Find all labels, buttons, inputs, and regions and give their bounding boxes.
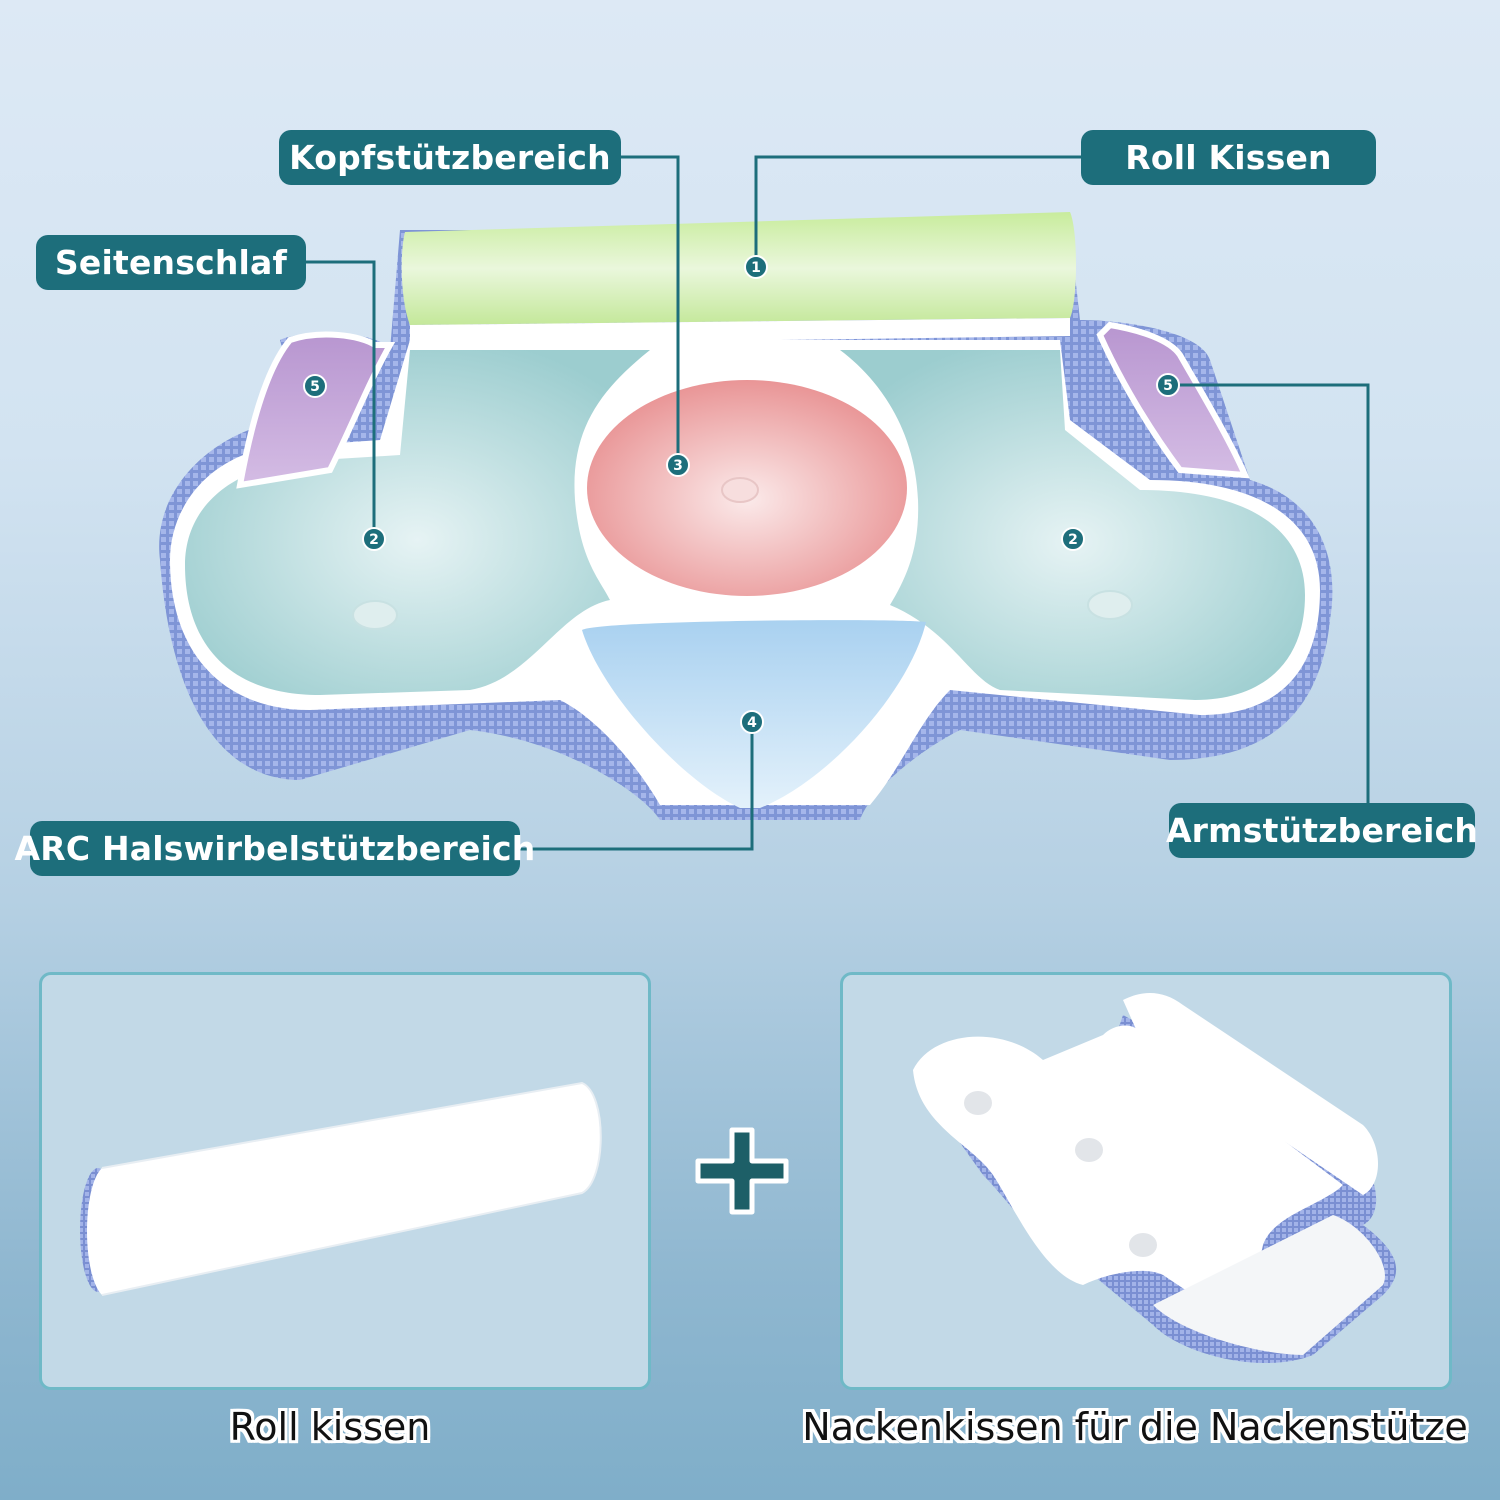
marker-2-right-icon: 2: [1061, 527, 1085, 551]
marker-2-left-icon: 2: [362, 527, 386, 551]
neck-pillow-image: [913, 993, 1397, 1364]
svg-text:2: 2: [1068, 532, 1078, 548]
label-armstuetzbereich: Armstützbereich: [1166, 803, 1478, 858]
marker-5-right-icon: 5: [1156, 373, 1180, 397]
svg-text:5: 5: [310, 379, 320, 395]
panel-roll-pillow: [39, 972, 651, 1390]
marker-4-icon: 4: [740, 710, 764, 734]
svg-text:2: 2: [369, 532, 379, 548]
svg-text:3: 3: [673, 458, 683, 474]
svg-text:5: 5: [1163, 378, 1173, 394]
svg-text:4: 4: [747, 715, 757, 731]
zone-arm-right: [1096, 321, 1250, 479]
zone-arm-left: [236, 331, 396, 489]
label-kopfstuetzbereich: Kopfstützbereich: [279, 130, 621, 185]
svg-text:1: 1: [751, 260, 761, 276]
label-roll-kissen: Roll Kissen: [1081, 130, 1376, 185]
plus-icon: [694, 1126, 790, 1216]
label-seitenschlaf: Seitenschlaf: [36, 235, 306, 290]
panel-neck-pillow: [840, 972, 1452, 1390]
zone-roll: [401, 212, 1077, 325]
marker-5-left-icon: 5: [303, 374, 327, 398]
marker-1-icon: 1: [744, 255, 768, 279]
label-arc-halswirbelstuetzbereich: ARC Halswirbelstützbereich: [15, 821, 535, 876]
roll-pillow-image: [80, 1081, 602, 1296]
zone-side-left: [185, 350, 650, 695]
caption-roll-kissen: Roll kissen: [229, 1405, 431, 1449]
caption-nackenkissen: Nackenkissen für die Nackenstütze: [802, 1405, 1468, 1449]
marker-3-icon: 3: [666, 453, 690, 477]
zone-side-right: [840, 350, 1305, 700]
pillow-diagram: 1 2 2 3 4 5 5: [159, 155, 1370, 851]
